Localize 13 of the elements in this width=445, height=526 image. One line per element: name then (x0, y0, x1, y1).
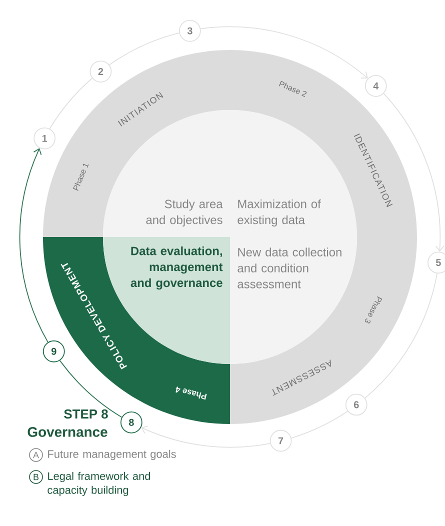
node-label: New data collection and condition assessment (238, 248, 342, 288)
arc-arrow (141, 426, 271, 448)
step-title: Governance (28, 427, 108, 437)
circled-letter: A (29, 448, 43, 462)
step-heading: STEP 8 (64, 409, 108, 419)
list-item: Future management goals (48, 450, 176, 460)
list-item: Legal framework and capacity building (48, 472, 150, 496)
arc-arrow (19, 148, 48, 343)
arc-arrow (383, 93, 444, 252)
node-label: Maximization of existing data (238, 199, 321, 227)
circled-letter: B (29, 470, 43, 484)
arc-arrow (200, 26, 368, 79)
node-label: Study area and objectives (146, 199, 223, 227)
